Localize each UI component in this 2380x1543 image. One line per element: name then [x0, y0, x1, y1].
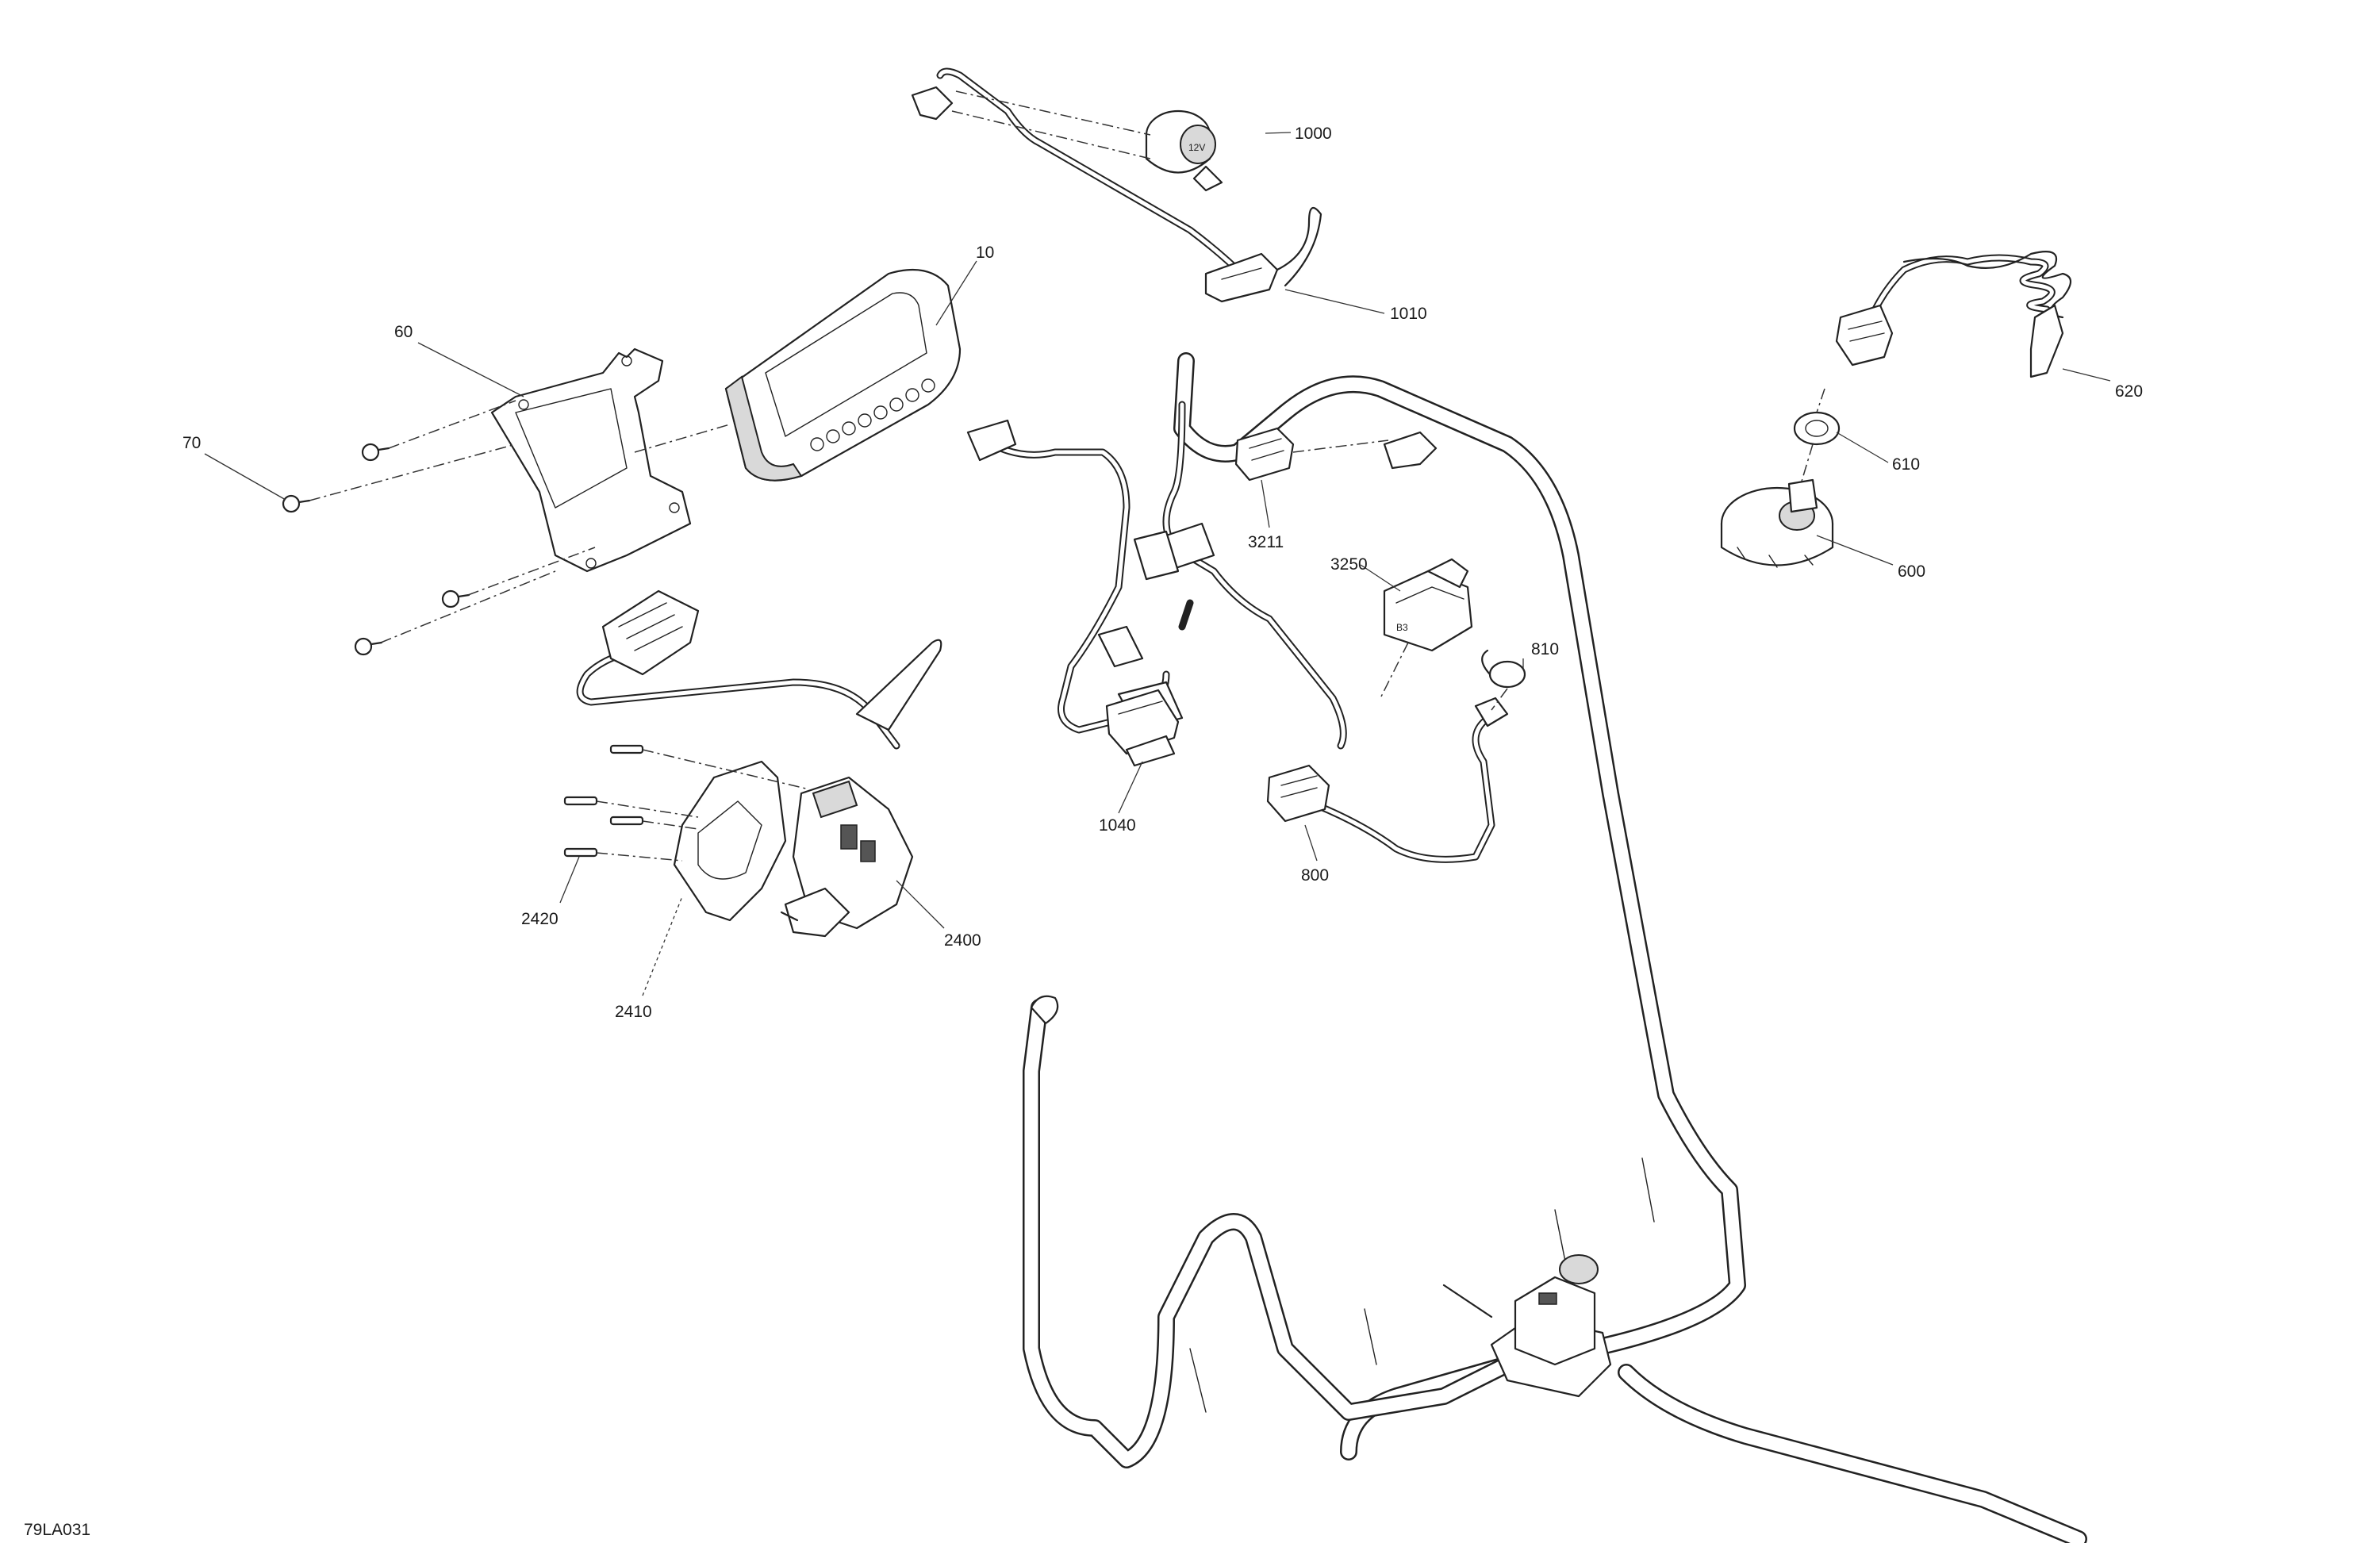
switch-housing-assembly: [563, 744, 914, 938]
display-button-row: [810, 378, 935, 451]
sensor-harness-800: [1266, 697, 1509, 863]
display-bracket: [490, 347, 692, 573]
callout-600: 600: [1898, 562, 1925, 581]
ignition-nut-610: [1793, 411, 1841, 446]
connector-1040: [1105, 689, 1180, 767]
callout-610: 610: [1892, 455, 1920, 474]
callout-1000: 1000: [1295, 125, 1332, 143]
sensor-cap-810: [1481, 649, 1526, 689]
harness-connector-top: [1383, 431, 1438, 470]
callout-620: 620: [2115, 382, 2143, 401]
socket-cap-mark: 12V: [1188, 142, 1205, 153]
callout-60: 60: [394, 323, 413, 341]
starter-solenoid: [1442, 1254, 1612, 1398]
connector-3211: [1234, 427, 1295, 482]
switch-mark: B3: [1396, 622, 1408, 633]
callout-70: 70: [182, 434, 201, 452]
safety-lanyard-620: [1835, 251, 2072, 378]
callout-2420: 2420: [521, 910, 559, 928]
callout-3211: 3211: [1248, 533, 1284, 551]
callout-1010: 1010: [1390, 305, 1427, 323]
handlebar-switch-connector-harness: [576, 589, 942, 750]
power-socket-12v: 12V: [1145, 109, 1223, 192]
callout-10: 10: [976, 244, 994, 262]
screws-70: [282, 443, 470, 656]
callout-2400: 2400: [944, 931, 981, 950]
callout-810: 810: [1531, 640, 1559, 658]
power-socket-harness: [911, 67, 1322, 303]
callout-800: 800: [1301, 866, 1329, 885]
multifunction-display: [724, 268, 962, 482]
ignition-switch-600: [1720, 478, 1834, 568]
switch-3250: B3: [1383, 558, 1473, 652]
leader-lines: [204, 132, 2111, 996]
callout-1040: 1040: [1099, 816, 1136, 835]
drawing-code: 79LA031: [24, 1521, 90, 1539]
callout-labels: 10 60 70 1000 1010 620 610 600 3211 3250…: [24, 125, 2143, 1539]
callout-2410: 2410: [615, 1003, 652, 1021]
callout-3250: 3250: [1330, 555, 1368, 574]
